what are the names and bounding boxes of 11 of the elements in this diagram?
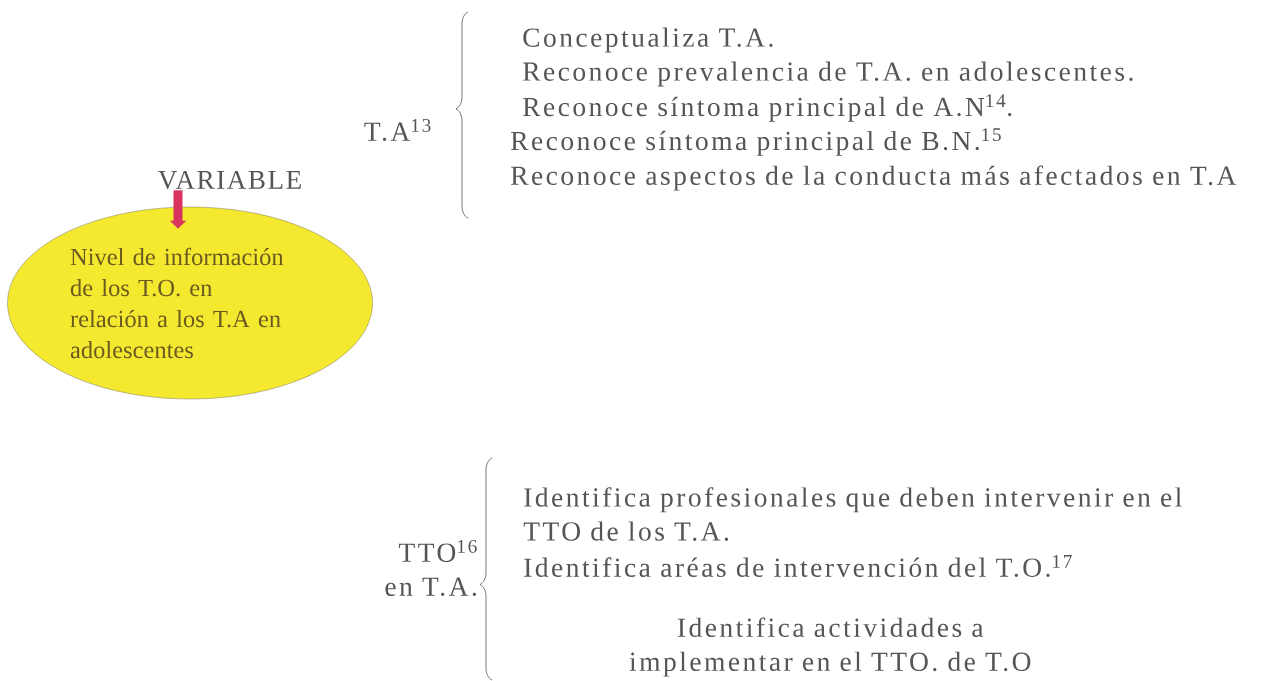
list-item: Reconoce prevalencia de T.A. en adolescentes. <box>523 61 1133 87</box>
list-item: Identifica profesionales que deben intervenir en el TTO de los T.A. <box>523 487 1182 541</box>
list-item: Identifica aréas de intervención del T.O.$^{17}$ <box>524 554 1072 578</box>
list-item: Reconoce aspectos de la conducta más afectados en T.A <box>511 165 1237 191</box>
heading-label: T.A$^{13}$ <box>364 118 431 142</box>
list-item: Identifica actividades a implementar en el TTO. de T.O <box>629 617 1031 677</box>
list-item: Conceptualiza T.A. <box>523 27 773 53</box>
list-item: Reconoce síntoma principal de A.N$^{14}$. <box>523 94 1012 122</box>
variable-label: VARIABLE <box>158 170 301 190</box>
heading-label: TTO$^{16}$ en T.A. <box>385 539 477 597</box>
list-item: Reconoce síntoma principal de B.N.$^{15}$ <box>511 128 1001 156</box>
